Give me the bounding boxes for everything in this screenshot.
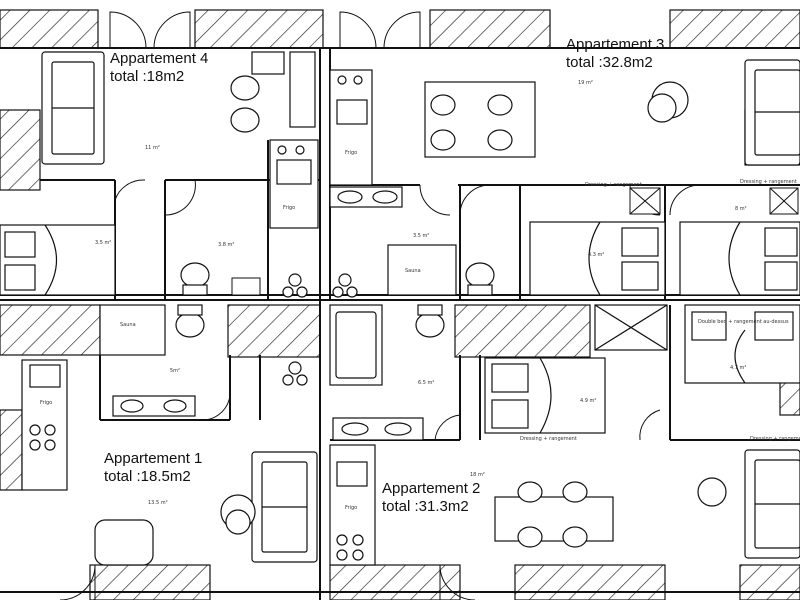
room-area-label: 5m² xyxy=(170,368,181,374)
fridge-label: Frigo xyxy=(345,150,358,156)
room-area-label: 3.8 m² xyxy=(218,242,235,248)
apartment-1-total: total :18.5m2 xyxy=(104,468,191,485)
apartment-4-label: Appartement 4 total :18m2 xyxy=(110,50,208,86)
room-area-label: 8 m² xyxy=(735,206,747,212)
room-area-label: 18 m² xyxy=(470,472,485,478)
kitchen-counters xyxy=(21,69,376,566)
apartment-2-label: Appartement 2 total :31.3m2 xyxy=(382,480,480,516)
apartment-2-total: total :31.3m2 xyxy=(382,498,469,515)
fridge-label: Frigo xyxy=(345,505,358,511)
room-area-label: 4.9 m² xyxy=(580,398,597,404)
dining-tables xyxy=(94,51,727,566)
room-area-label: 4.3 m² xyxy=(588,252,605,258)
bed-note-label: Double bed + rangement au-dessus xyxy=(698,319,789,325)
apartment-2-name: Appartement 2 xyxy=(382,480,481,497)
apartment-3-name: Appartement 3 xyxy=(566,36,665,53)
wardrobe-label: Dressing + rangement xyxy=(740,179,797,185)
walls xyxy=(0,47,800,600)
apartment-4-total: total :18m2 xyxy=(110,68,185,85)
sauna-label: Sauna xyxy=(405,268,421,274)
room-area-label: 19 m² xyxy=(578,80,593,86)
apartment-3-label: Appartement 3 total :32.8m2 xyxy=(566,36,664,72)
apartment-1-name: Appartement 1 xyxy=(104,450,203,467)
apartment-4-name: Appartement 4 xyxy=(110,50,209,67)
beds xyxy=(0,221,800,434)
apartment-3-total: total :32.8m2 xyxy=(566,54,653,71)
room-area-label: 3.5 m² xyxy=(413,233,430,239)
room-area-label: 4.7 m² xyxy=(730,365,747,371)
room-area-label: 11 m² xyxy=(145,145,160,151)
wardrobes xyxy=(231,187,799,296)
sofas xyxy=(41,51,800,563)
bathrooms xyxy=(99,186,495,441)
room-area-label: 13.5 m² xyxy=(148,500,168,506)
room-area-label: 3.5 m² xyxy=(95,240,112,246)
wardrobe-label: Dressing + rangement xyxy=(750,436,800,442)
wardrobe-label: Dressing + rangement xyxy=(520,436,577,442)
room-area-label: 6.5 m² xyxy=(418,380,435,386)
fridge-label: Frigo xyxy=(40,400,53,406)
apartment-1-label: Appartement 1 total :18.5m2 xyxy=(104,450,202,486)
sauna-label: Sauna xyxy=(120,322,136,328)
fridge-label: Frigo xyxy=(283,205,296,211)
wardrobe-label: Dressing + rangement xyxy=(585,182,642,188)
